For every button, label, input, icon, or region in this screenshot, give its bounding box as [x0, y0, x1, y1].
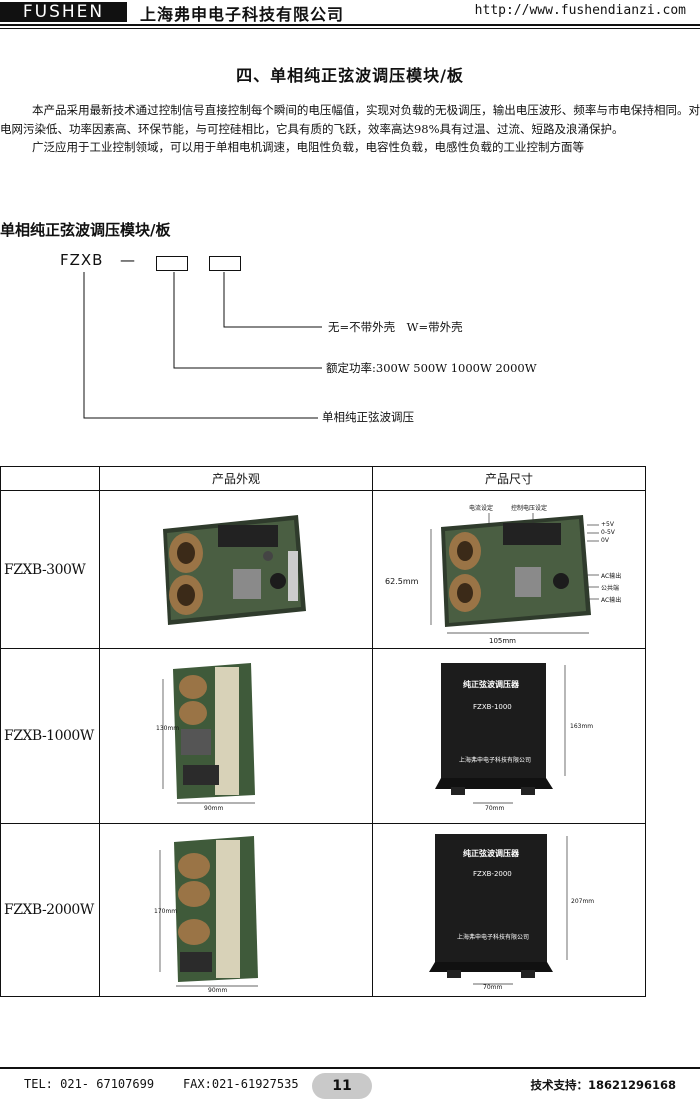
case-width-label: 70mm [483, 984, 503, 991]
table-row: FZXB-300W [0, 490, 646, 649]
footer-contact: TEL: 021- 67107699 FAX:021-61927535 [24, 1077, 299, 1091]
current-setting-label: 电流设定 [469, 505, 494, 512]
case-height-label: 163mm [570, 723, 594, 730]
enclosure-photo [429, 834, 568, 985]
company-name: 上海弗申电子科技有限公司 [140, 5, 345, 24]
diagram-leader-lines [83, 272, 322, 419]
product-table: 产品外观 产品尺寸 FZXB-300W [0, 466, 646, 997]
pcb-board-photo [159, 836, 258, 987]
case-company: 上海弗申电子科技有限公司 [457, 934, 530, 941]
model-code: FZXB [60, 251, 104, 269]
board-height-label: 170mm [154, 908, 178, 915]
company-logo: FUSHEN [0, 2, 127, 22]
pcb-board-photo [162, 663, 255, 804]
table-header-appearance: 产品外观 [99, 466, 373, 491]
terminal-5v-label: +5V [601, 521, 614, 528]
ac-output-label-2: AC输出 [601, 597, 622, 604]
product-photo-cell [99, 490, 373, 649]
case-model: FZXB-2000 [473, 870, 512, 878]
power-description: 额定功率:300W 500W 1000W 2000W [326, 361, 537, 375]
housing-code-box [209, 256, 241, 271]
page-number: 11 [312, 1073, 372, 1099]
case-title: 纯正弦波调压器 [463, 849, 519, 858]
footer-fax: FAX:021-61927535 [182, 1077, 299, 1091]
table-header-dimensions: 产品尺寸 [372, 466, 646, 491]
product-photo-cell: 130mm 90mm [99, 648, 373, 824]
page-title: 四、单相纯正弦波调压模块/板 [236, 66, 464, 85]
common-terminal-label: 公共端 [601, 585, 620, 592]
table-header-model [0, 466, 100, 491]
enclosure-photo [435, 663, 566, 804]
case-height-label: 207mm [571, 898, 595, 905]
pcb-height-label: 62.5mm [385, 577, 419, 586]
power-code-box [156, 256, 188, 271]
footer-rule [0, 1067, 700, 1069]
intro-paragraph-2: 广泛应用于工业控制领域，可以用于单相电机调速，电阻性负载，电容性负载，电感性负载… [32, 140, 584, 154]
model-code-diagram: FZXB — 无=不带外壳 W=带外壳 额定功率:300W 500W 1000W… [0, 250, 700, 430]
terminal-0v-label: 0V [601, 537, 609, 544]
model-name: FZXB-1000W [0, 648, 100, 824]
model-code-dash: — [120, 251, 135, 269]
model-name: FZXB-2000W [0, 823, 100, 997]
case-width-label: 70mm [485, 805, 505, 812]
table-row: FZXB-1000W 130mm 90mm [0, 648, 646, 824]
pcb-width-label: 105mm [489, 637, 516, 645]
header-rule [0, 24, 700, 26]
control-voltage-label: 控制电压设定 [511, 505, 548, 512]
type-description: 单相纯正弦波调压 [322, 410, 414, 424]
table-row: FZXB-2000W 170mm 90mm [0, 823, 646, 997]
pcb-board-photo [163, 515, 306, 625]
header-rule-thin [0, 28, 700, 29]
product-dimension-cell: 纯正弦波调压器 FZXB-2000 上海弗申电子科技有限公司 207mm 70m… [372, 823, 646, 997]
product-dimension-cell: 纯正弦波调压器 FZXB-1000 上海弗申电子科技有限公司 163mm 70m… [372, 648, 646, 824]
case-company: 上海弗申电子科技有限公司 [459, 757, 532, 764]
footer-tel: TEL: 021- 67107699 [24, 1077, 155, 1091]
ac-output-label-1: AC输出 [601, 573, 622, 580]
case-model: FZXB-1000 [473, 703, 512, 711]
case-title: 纯正弦波调压器 [463, 680, 519, 689]
terminal-0-5v-label: 0-5V [601, 529, 615, 536]
pcb-dimension-drawing [430, 513, 599, 634]
footer-support: 技术支持：18621296168 [530, 1078, 676, 1092]
intro-paragraph-1: 本产品采用最新技术通过控制信号直接控制每个瞬间的电压幅值，实现对负载的无极调压，… [0, 103, 700, 136]
website-url[interactable]: http://www.fushendianzi.com [474, 3, 686, 18]
section-heading: 单相纯正弦波调压模块/板 [0, 221, 171, 239]
board-width-label: 90mm [208, 987, 228, 994]
product-dimension-cell: 62.5mm 105mm 电流设定 控制电压设定 +5V 0-5V 0V AC输… [372, 490, 646, 649]
model-name: FZXB-300W [0, 490, 100, 649]
product-photo-cell: 170mm 90mm [99, 823, 373, 997]
board-height-label: 130mm [156, 725, 180, 732]
table-header-row: 产品外观 产品尺寸 [0, 466, 646, 491]
board-width-label: 90mm [204, 805, 224, 812]
intro-text: 本产品采用最新技术通过控制信号直接控制每个瞬间的电压幅值，实现对负载的无极调压，… [0, 101, 700, 157]
housing-description: 无=不带外壳 W=带外壳 [328, 320, 463, 334]
